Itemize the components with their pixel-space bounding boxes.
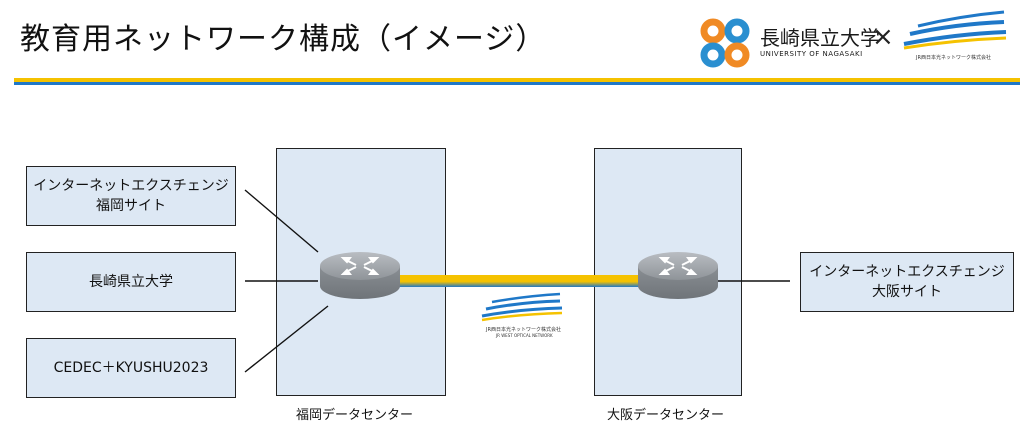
ix-osaka-site-box: インターネットエクスチェンジ 大阪サイト: [800, 252, 1014, 312]
header-stripe-yellow: [14, 78, 1020, 82]
router-icon: [320, 252, 400, 299]
ix-osaka-line1: インターネットエクスチェンジ: [809, 264, 1005, 280]
cedec-site-box: CEDEC＋KYUSHU2023: [26, 338, 236, 398]
backbone-link: [395, 275, 643, 287]
page-title: 教育用ネットワーク構成（イメージ）: [20, 22, 547, 57]
jr-network-logo-icon: [481, 292, 563, 322]
osaka-datacenter-label: 大阪データセンター: [607, 408, 725, 423]
link-ix-fukuoka: [244, 189, 319, 253]
jr-link-caption-en: JR WEST OPTICAL NETWORK: [496, 333, 553, 338]
jr-logo-caption: JR西日本光ネットワーク株式会社: [916, 55, 991, 61]
ix-fukuoka-line1: インターネットエクスチェンジ: [33, 178, 229, 194]
fukuoka-datacenter-label: 福岡データセンター: [296, 408, 414, 423]
nagasaki-univ-label: 長崎県立大学: [89, 274, 173, 290]
router-icon: [638, 252, 718, 299]
university-name: 長崎県立大学: [760, 26, 880, 50]
ix-fukuoka-line2: 福岡サイト: [96, 198, 166, 214]
nagasaki-univ-site-box: 長崎県立大学: [26, 252, 236, 312]
university-name-en: UNIVERSITY OF NAGASAKI: [760, 50, 863, 58]
ix-fukuoka-site-box: インターネットエクスチェンジ 福岡サイト: [26, 166, 236, 226]
ix-osaka-line2: 大阪サイト: [872, 284, 942, 300]
header-stripe-blue: [14, 82, 1020, 85]
link-cedec: [244, 305, 329, 373]
cross-mark: ×: [872, 22, 894, 52]
cedec-label: CEDEC＋KYUSHU2023: [53, 360, 209, 376]
jr-link-caption: JR西日本光ネットワーク株式会社: [486, 327, 561, 333]
